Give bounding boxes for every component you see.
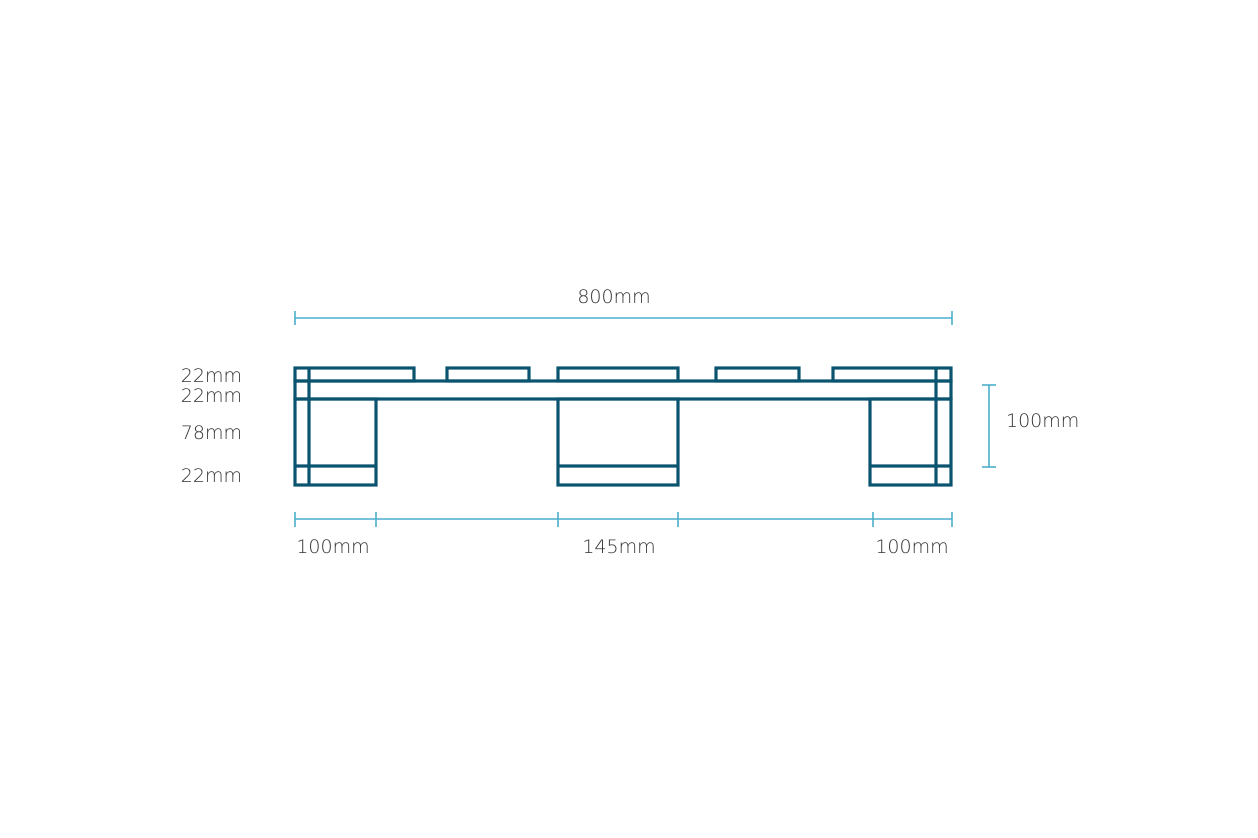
- layer-height-label: 22mm: [181, 385, 242, 407]
- block-center: [556, 397, 680, 487]
- layer-height-label: 78mm: [181, 422, 242, 444]
- top-board: [556, 366, 680, 383]
- right-block-width-label: 100mm: [875, 536, 948, 558]
- center-block-width-label: 145mm: [582, 536, 655, 558]
- width-dimension: 800mm: [294, 286, 953, 325]
- width-label: 800mm: [577, 286, 650, 308]
- top-board: [293, 366, 416, 383]
- layer-height-label: 22mm: [181, 365, 242, 387]
- height-label: 100mm: [1006, 410, 1079, 432]
- layer-height-labels: 22mm 22mm 78mm 22mm: [181, 365, 242, 487]
- top-board: [445, 366, 531, 383]
- top-board: [714, 366, 801, 383]
- pallet-structure: [293, 366, 953, 487]
- top-board: [831, 366, 953, 383]
- left-block-width-label: 100mm: [296, 536, 369, 558]
- height-dimension: 100mm: [982, 384, 1079, 468]
- layer-height-label: 22mm: [181, 465, 242, 487]
- block-right: [868, 397, 953, 487]
- block-left: [293, 397, 378, 487]
- bottom-dimension: 100mm 145mm 100mm: [294, 512, 953, 558]
- stringer-board: [293, 379, 953, 401]
